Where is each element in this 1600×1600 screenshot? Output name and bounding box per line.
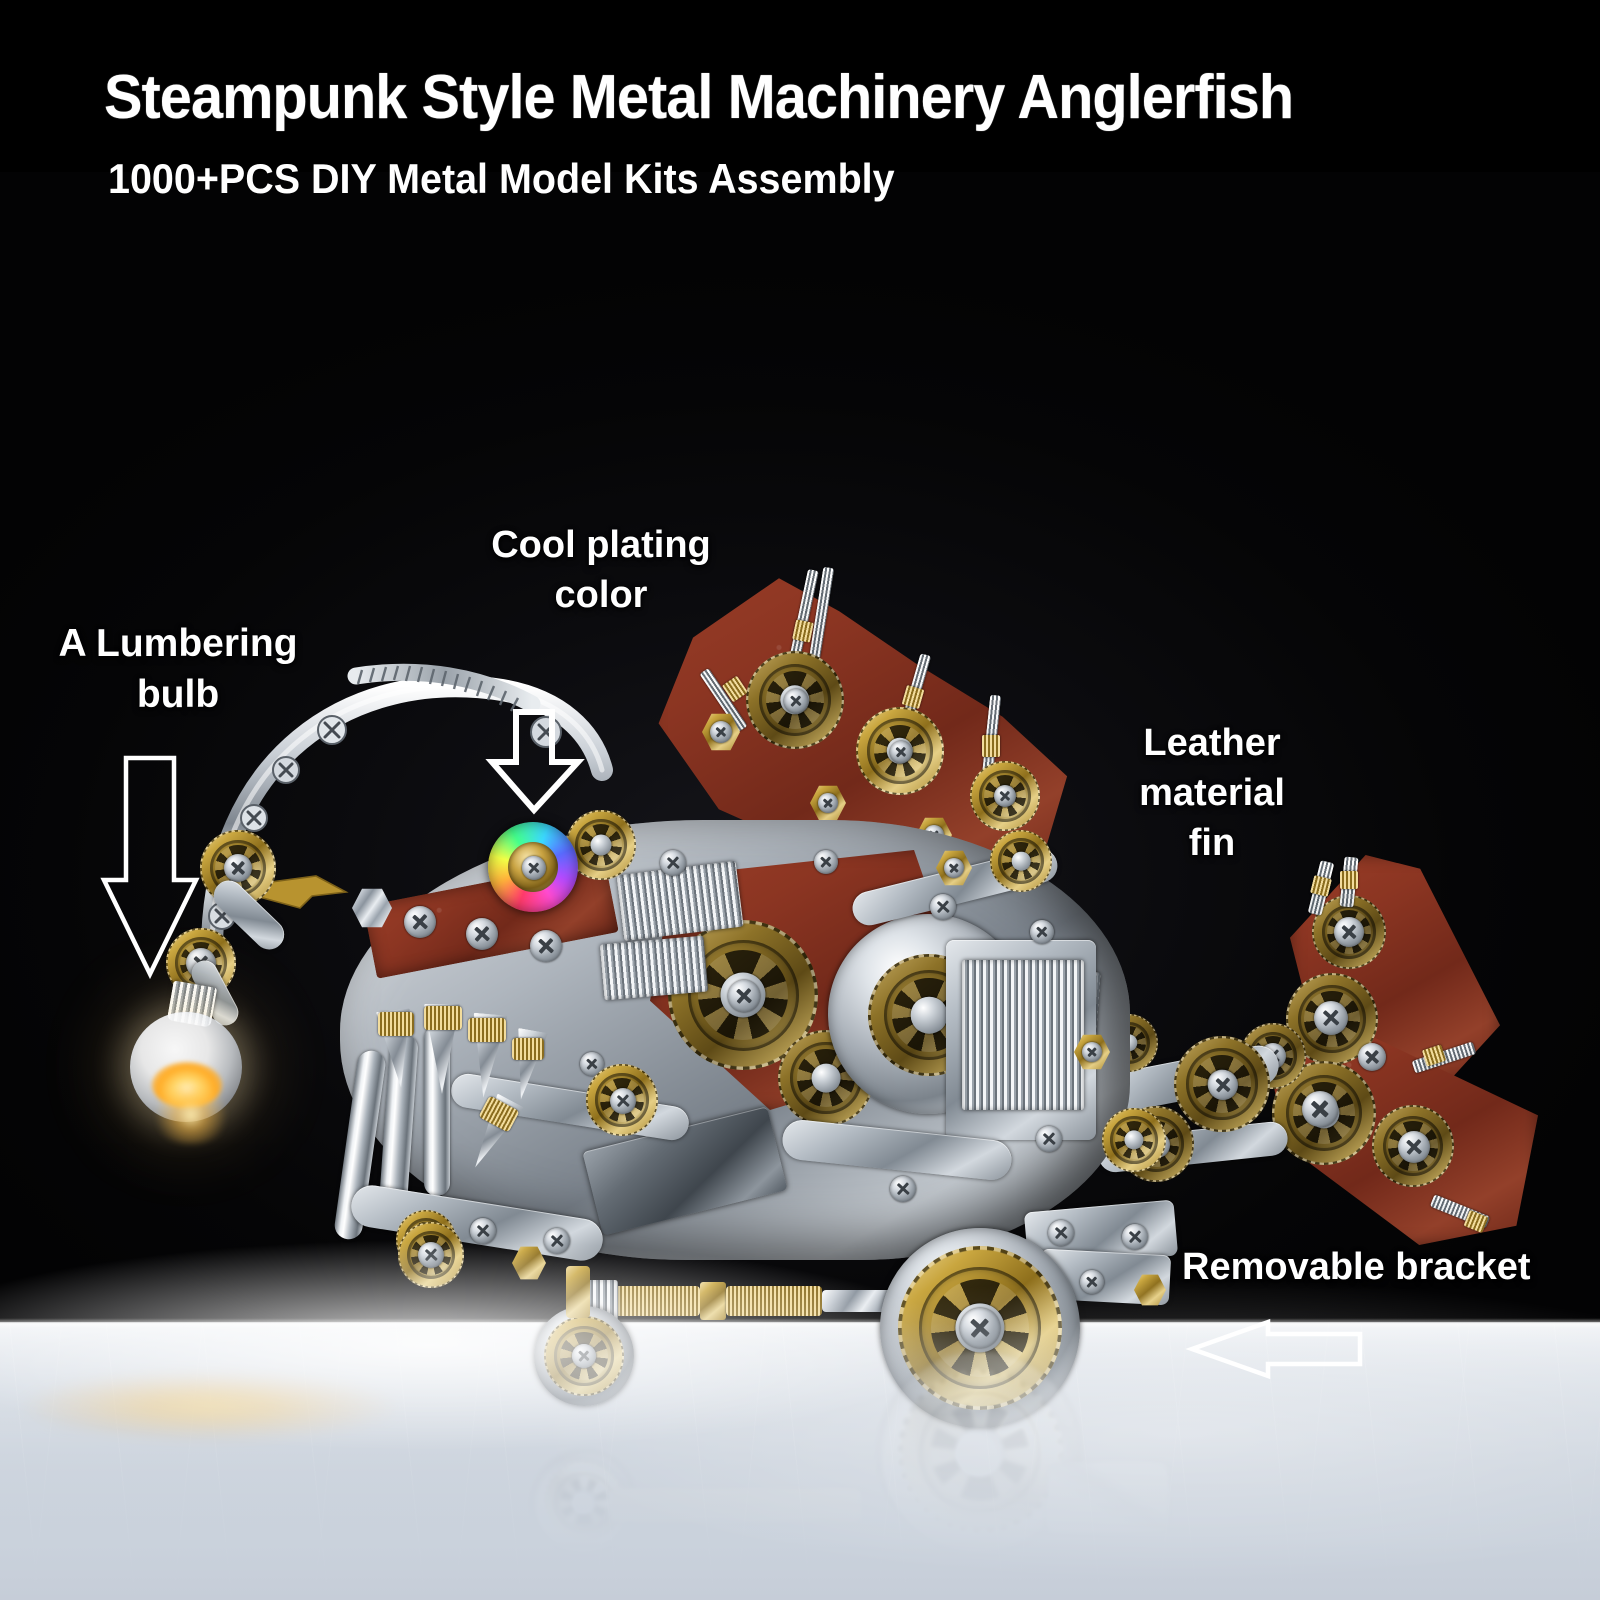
- bulb-light-flare: [150, 1086, 232, 1144]
- body-screw: [930, 894, 956, 920]
- dorsal-screw: [890, 741, 912, 763]
- arrow-left-outline-icon: [1185, 1318, 1366, 1380]
- tail-screw: [1358, 1043, 1386, 1071]
- body-screw: [1030, 920, 1054, 944]
- body-screw: [1036, 1126, 1062, 1152]
- bracket-screw: [1080, 1270, 1104, 1294]
- bracket-screw: [1122, 1224, 1148, 1250]
- title-band: [0, 0, 1600, 172]
- axle-ring: [700, 1282, 726, 1320]
- arrow-down-outline-icon: [484, 706, 588, 816]
- jaw-screw: [544, 1228, 570, 1254]
- pectoral-screw: [418, 1242, 444, 1268]
- bulb-table-glow: [0, 1352, 450, 1462]
- body-screw: [660, 850, 686, 876]
- tail-screw: [1398, 1131, 1430, 1163]
- rear-wheel-hub-screw: [960, 1308, 1000, 1348]
- tail-spar-collar: [1340, 871, 1358, 889]
- callout-label-fin: Leather material fin: [1139, 722, 1285, 865]
- front-wheel-hub-screw: [572, 1344, 596, 1368]
- body-screw: [1082, 1042, 1102, 1062]
- body-screw: [814, 850, 838, 874]
- dorsal-screw: [784, 689, 808, 713]
- peduncle-screw: [1208, 1070, 1238, 1100]
- jaw-screw: [470, 1218, 496, 1244]
- front-caster-post: [566, 1266, 590, 1318]
- page-title: Steampunk Style Metal Machinery Anglerfi…: [104, 63, 1294, 132]
- tail-screw: [1334, 917, 1364, 947]
- radiator-block: [962, 960, 1084, 1110]
- main-gear-screw: [728, 980, 760, 1012]
- page-subtitle: 1000+PCS DIY Metal Model Kits Assembly: [108, 155, 895, 202]
- tooth-collar: [478, 1095, 520, 1133]
- axle-knurled-section: [614, 1286, 700, 1316]
- callout-label-plating: Cool plating color: [491, 524, 711, 617]
- body-screw: [944, 858, 964, 878]
- body-screw: [890, 1176, 916, 1202]
- dorsal-screw: [710, 721, 732, 743]
- callout-label-bulb: A Lumbering bulb: [58, 622, 298, 717]
- arrow-down-outline-icon: [96, 752, 206, 982]
- bracket-screw: [1048, 1220, 1074, 1246]
- axle-knurled-section: [726, 1286, 822, 1316]
- dorsal-spike-collar: [982, 735, 1000, 757]
- tooth-collar: [512, 1038, 544, 1060]
- body-small-gear: [1102, 1108, 1166, 1172]
- callout-label-bracket: Removable bracket: [1182, 1246, 1531, 1288]
- body-small-gear: [990, 830, 1052, 892]
- lure-stem-screw: [224, 854, 252, 882]
